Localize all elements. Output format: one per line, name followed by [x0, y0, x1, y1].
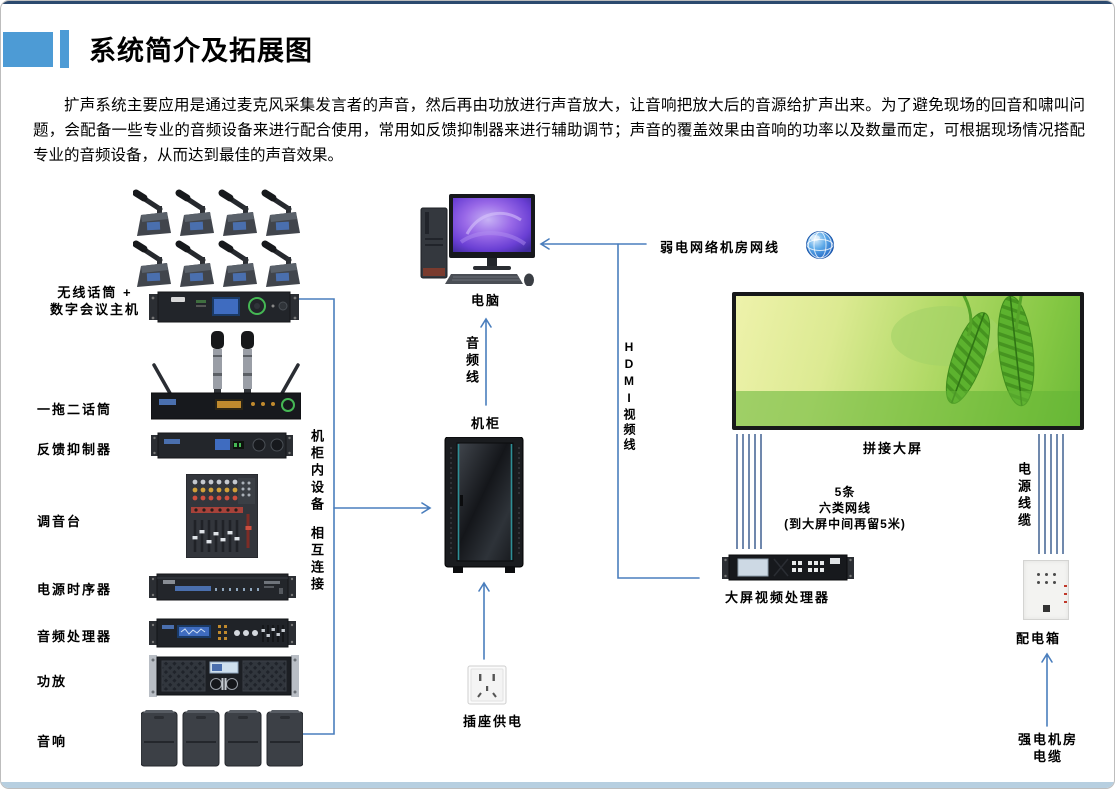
handheld-mics-label: 一拖二话筒	[37, 402, 113, 417]
page-top-border	[1, 1, 1114, 4]
mixer-image	[186, 474, 258, 558]
page-title: 系统简介及拓展图	[89, 36, 313, 66]
strong-power-note: 强电机房 电缆	[1004, 731, 1092, 765]
power-cable-label: 电源线缆	[1016, 462, 1031, 530]
cabinet-to-computer-arrow	[480, 317, 492, 406]
video-wall-processor-label: 大屏视频处理器	[725, 590, 831, 605]
audio-cable-label: 音频线	[464, 336, 479, 387]
power-socket-image	[467, 665, 507, 705]
network-globe-icon	[806, 231, 834, 259]
distribution-box-image	[1023, 560, 1069, 620]
intro-paragraph: 扩声系统主要应用是通过麦克风采集发言者的声音，然后再由功放进行声音放大，让音响把…	[33, 97, 1085, 164]
socket-to-cabinet-arrow	[478, 581, 490, 660]
mixer-label: 调音台	[37, 514, 83, 529]
conference-label-line1: 无线话筒 +	[57, 285, 133, 300]
rack-internal-note-line2: 相互连接	[309, 526, 324, 594]
equipment-bracket-line	[297, 298, 335, 735]
video-wall-image	[732, 292, 1084, 430]
feedback-suppressor-label: 反馈抑制器	[37, 442, 113, 457]
cat6-cable-note: 5条 六类网线 (到大屏中间再留5米)	[771, 484, 919, 532]
hdmi-cable-label: HDMI视频线	[622, 340, 636, 453]
strong-power-line2: 电缆	[1032, 749, 1063, 764]
amplifier-image	[149, 655, 299, 697]
feedback-suppressor-image	[151, 432, 293, 459]
socket-power-label: 插座供电	[462, 714, 523, 729]
page-bottom-border	[1, 782, 1114, 788]
hdmi-connector-line	[617, 243, 700, 579]
wireless-mic-set-image	[151, 331, 301, 420]
power-sequencer-label: 电源时序器	[37, 582, 113, 597]
network-cable-label: 弱电网络机房网线	[660, 240, 781, 255]
rack-cabinet-label: 机柜	[470, 416, 501, 431]
speakers-label: 音响	[37, 734, 68, 749]
audio-processor-image	[149, 618, 296, 648]
title-accent-square	[3, 32, 53, 67]
rack-cabinet-image	[444, 437, 524, 573]
video-wall-processor-image	[722, 554, 854, 581]
conference-host-image	[149, 291, 299, 323]
title-accent-bar	[60, 30, 69, 68]
cat6-cable-lines	[736, 434, 762, 549]
cat6-note-line2: 六类网线	[818, 501, 871, 515]
strong-power-line1: 强电机房	[1017, 732, 1078, 747]
audio-processor-label: 音频处理器	[37, 629, 113, 644]
speakers-image	[141, 710, 303, 767]
conference-mics-image	[133, 188, 303, 289]
network-to-computer-arrow	[539, 238, 647, 250]
computer-label: 电脑	[470, 293, 501, 308]
conference-label-line2: 数字会议主机	[49, 302, 140, 317]
cat6-note-line1: 5条	[834, 485, 856, 499]
power-cable-lines	[1038, 434, 1064, 554]
bracket-to-cabinet-arrow	[333, 502, 432, 514]
strong-power-arrow	[1041, 652, 1053, 727]
cat6-note-line3: (到大屏中间再留5米)	[784, 517, 906, 531]
computer-image	[420, 194, 535, 286]
conference-system-label: 无线话筒 + 数字会议主机	[31, 284, 159, 318]
rack-internal-note-line1: 机柜内设备	[309, 429, 324, 514]
distribution-box-label: 配电箱	[1016, 631, 1062, 646]
amplifier-label: 功放	[37, 674, 68, 689]
video-wall-label: 拼接大屏	[863, 441, 924, 456]
rack-internal-connection-note: 机柜内设备 相互连接	[307, 429, 326, 594]
power-sequencer-image	[149, 573, 296, 601]
